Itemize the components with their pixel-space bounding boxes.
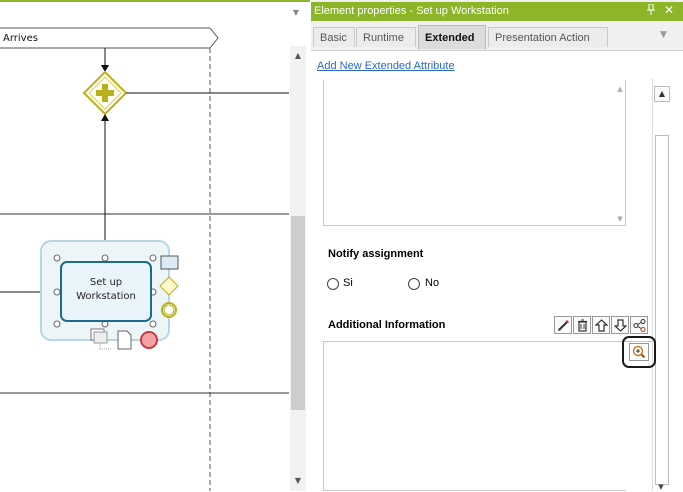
task-label-line2: Workstation — [76, 291, 136, 302]
panel-title-bar — [311, 2, 683, 21]
chevron-down-icon[interactable]: ▼ — [660, 30, 667, 40]
panel-scroll-thumb[interactable] — [655, 135, 669, 485]
zoom-button-highlight — [622, 336, 656, 368]
notify-assignment-label: Notify assignment — [328, 248, 424, 260]
zoom-icon[interactable] — [629, 343, 649, 361]
move-up-icon[interactable] — [592, 316, 610, 334]
add-annotation-icon[interactable] — [90, 328, 111, 350]
process-diagram — [0, 27, 289, 491]
arrow-head — [101, 114, 109, 121]
parallel-gateway[interactable] — [82, 70, 128, 116]
move-down-icon[interactable] — [611, 316, 629, 334]
tab-basic[interactable]: Basic — [313, 27, 355, 47]
lane-label: Arrives — [3, 33, 38, 44]
panel-title: Element properties - Set up Workstation — [314, 5, 509, 17]
tab-extended[interactable]: Extended — [418, 25, 486, 49]
add-end-event-icon[interactable] — [140, 331, 158, 349]
task-set-up-workstation[interactable] — [60, 261, 152, 322]
scroll-down-icon[interactable]: ▼ — [294, 476, 302, 485]
scroll-down-icon[interactable]: ▼ — [658, 483, 664, 491]
diagram-scroll-thumb[interactable] — [291, 216, 305, 410]
additional-information-textarea[interactable] — [323, 341, 628, 491]
scroll-up-icon[interactable]: ▲ — [654, 86, 670, 102]
radio-no[interactable] — [408, 278, 420, 290]
scroll-up-icon[interactable]: ▲ — [294, 51, 302, 60]
radio-no-label: No — [425, 277, 440, 289]
add-extended-attribute-link[interactable]: Add New Extended Attribute — [317, 60, 455, 72]
resize-handles[interactable] — [53, 254, 157, 328]
delete-icon[interactable] — [573, 316, 591, 334]
pin-icon[interactable] — [646, 3, 656, 18]
add-task-icon[interactable] — [160, 255, 179, 270]
edit-icon[interactable] — [554, 316, 572, 334]
extended-attribute-textarea[interactable] — [323, 80, 626, 226]
task-label: Set up Workstation — [62, 276, 150, 304]
chevron-down-icon[interactable]: ▼ — [292, 8, 300, 17]
tab-presentation-action[interactable]: Presentation Action — [488, 27, 608, 47]
diagram-top-bar — [0, 0, 310, 2]
radio-si[interactable] — [327, 278, 339, 290]
tab-runtime[interactable]: Runtime — [356, 27, 416, 47]
share-icon[interactable] — [630, 316, 648, 334]
scroll-up-icon[interactable]: ▲ — [617, 85, 623, 93]
close-icon[interactable]: ✕ — [664, 3, 675, 17]
additional-information-label: Additional Information — [328, 319, 446, 331]
scroll-down-icon[interactable]: ▼ — [617, 215, 623, 223]
task-label-line1: Set up — [89, 277, 123, 288]
arrow-head — [101, 65, 109, 72]
radio-si-label: Si — [343, 277, 353, 289]
add-document-icon[interactable] — [117, 330, 132, 350]
add-gateway-icon[interactable] — [159, 276, 179, 296]
